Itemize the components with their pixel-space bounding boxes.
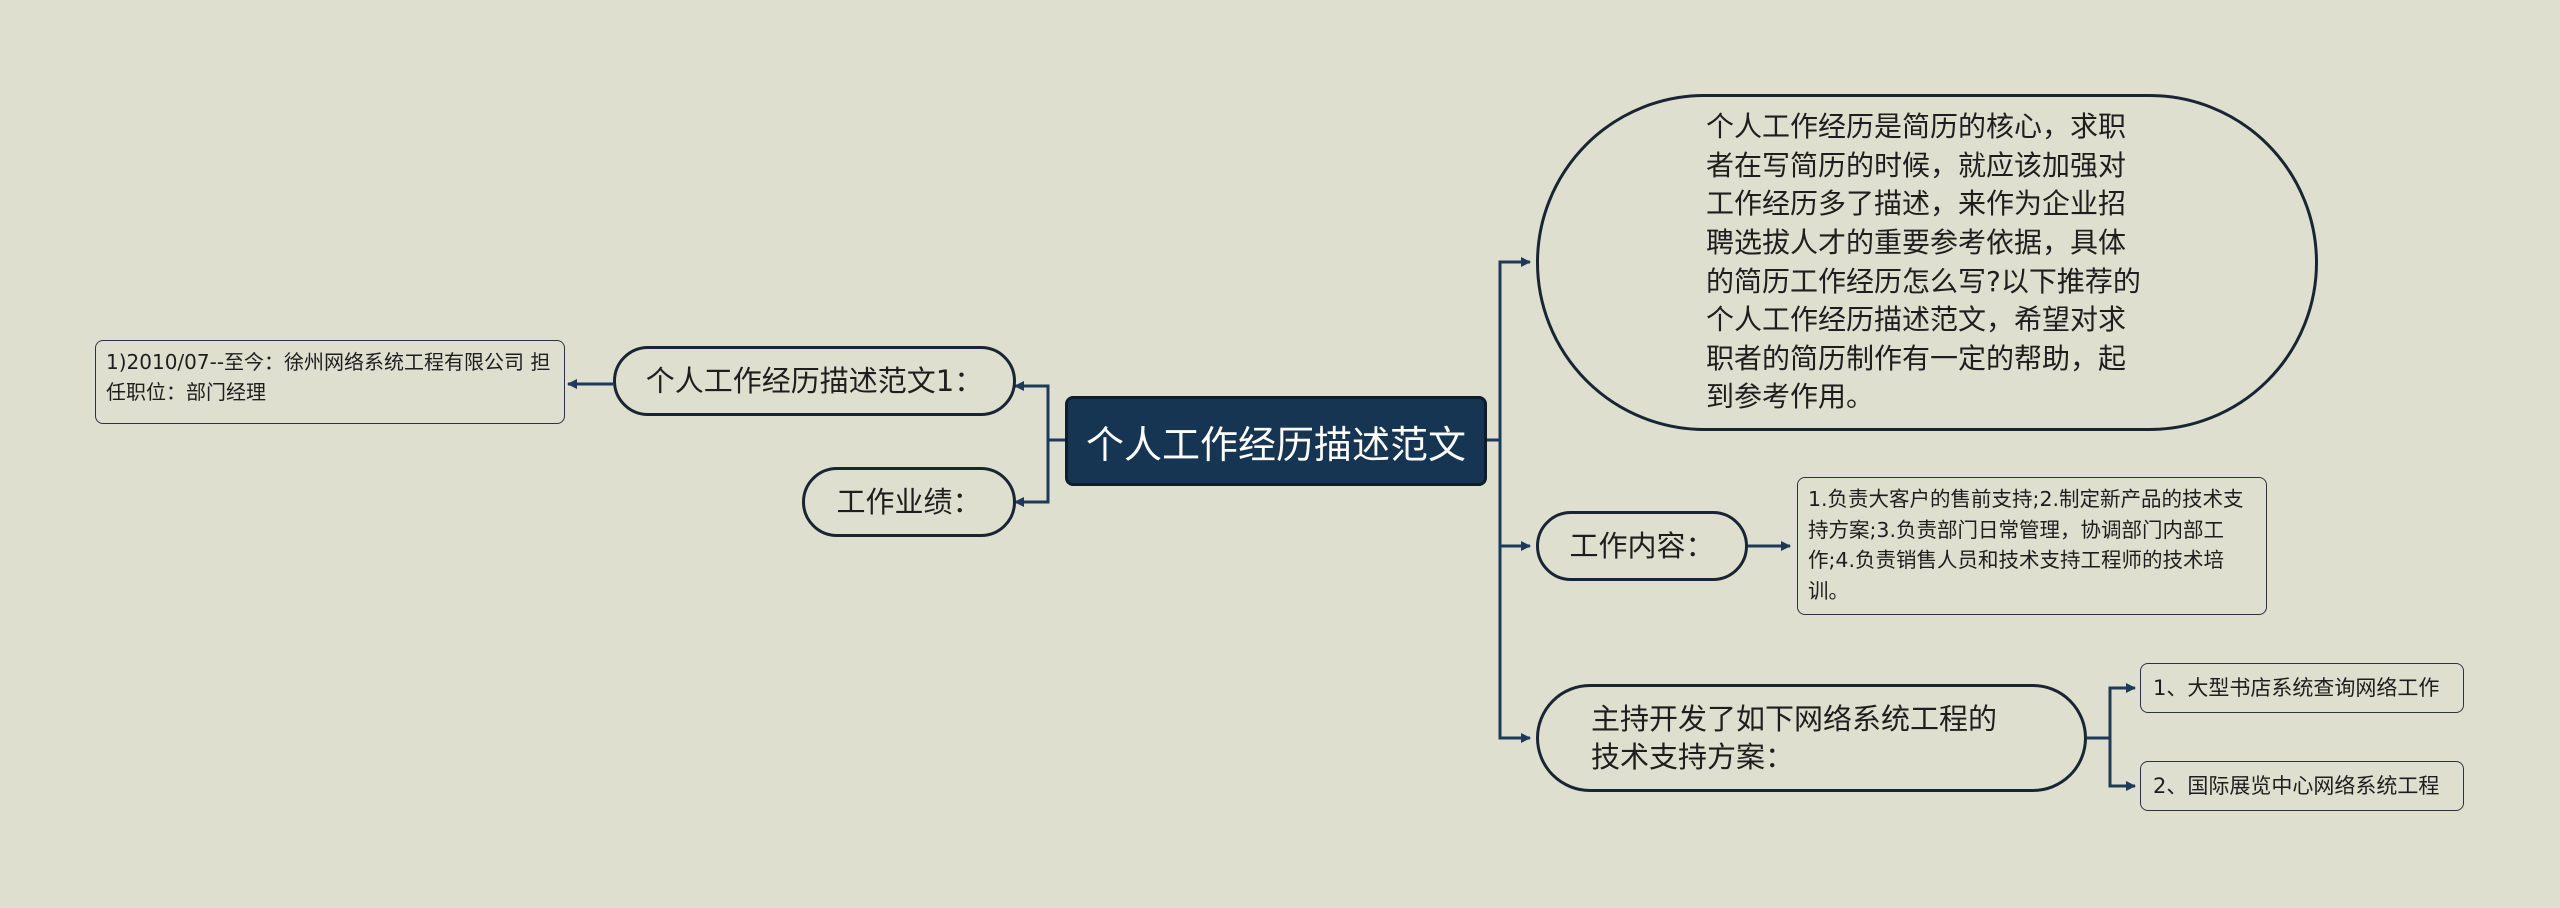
left-branch-2[interactable]: 工作业绩：	[802, 467, 1016, 537]
left-branch-2-label: 工作业绩：	[836, 485, 982, 519]
intro-topic[interactable]: 个人工作经历是简历的核心，求职者在写简历的时候，就应该加强对工作经历多了描述，来…	[1536, 94, 2318, 431]
project-item-1[interactable]: 1、大型书店系统查询网络工作	[2140, 663, 2464, 713]
link-root-to-intro	[1487, 257, 1531, 442]
left-branch-1-label: 个人工作经历描述范文1：	[645, 364, 984, 398]
work-content-topic[interactable]: 工作内容：	[1536, 511, 1748, 581]
work-content-detail-text: 1.负责大客户的售前支持;2.制定新产品的技术支持方案;3.负责部门日常管理，协…	[1808, 487, 2244, 603]
left-branch-1-detail[interactable]: 1)2010/07--至今：徐州网络系统工程有限公司 担任职位：部门经理	[95, 340, 565, 424]
project-item-1-text: 1、大型书店系统查询网络工作	[2153, 676, 2440, 700]
work-content-detail[interactable]: 1.负责大客户的售前支持;2.制定新产品的技术支持方案;3.负责部门日常管理，协…	[1797, 477, 2267, 615]
project-item-2[interactable]: 2、国际展览中心网络系统工程	[2140, 761, 2464, 811]
link-root-to-left1	[1014, 381, 1065, 442]
link-root-to-left2	[1014, 440, 1050, 507]
link-projects-to-item1	[2087, 683, 2136, 740]
root-topic[interactable]: 个人工作经历描述范文	[1065, 396, 1487, 486]
link-root-to-projects	[1498, 546, 1531, 743]
projects-topic-label: 主持开发了如下网络系统工程的技术支持方案：	[1591, 702, 1998, 774]
project-item-2-text: 2、国际展览中心网络系统工程	[2153, 774, 2440, 798]
root-topic-text: 个人工作经历描述范文	[1085, 422, 1466, 467]
left-branch-1-detail-text: 1)2010/07--至今：徐州网络系统工程有限公司 担任职位：部门经理	[106, 350, 551, 404]
link-projects-to-item2	[2108, 738, 2136, 791]
left-branch-1[interactable]: 个人工作经历描述范文1：	[613, 346, 1016, 416]
work-content-label: 工作内容：	[1569, 529, 1715, 563]
projects-topic[interactable]: 主持开发了如下网络系统工程的技术支持方案：	[1536, 684, 2087, 792]
link-root-to-content	[1498, 440, 1531, 551]
intro-topic-text: 个人工作经历是简历的核心，求职者在写简历的时候，就应该加强对工作经历多了描述，来…	[1706, 110, 2141, 414]
